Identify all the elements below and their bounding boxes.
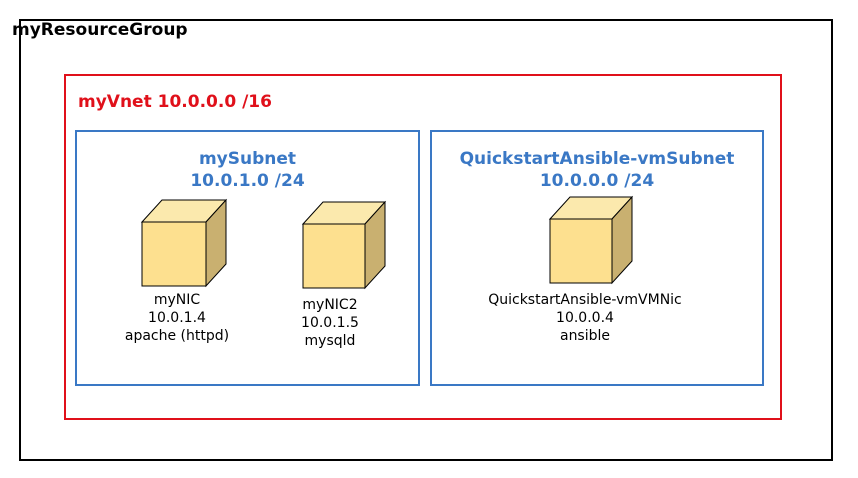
vnet-title: myVnet 10.0.0.0 /16	[78, 92, 272, 112]
nic-cube-icon	[301, 200, 387, 290]
node-name: myNIC	[153, 292, 201, 308]
subnet-quickstart-ansible-vm-subnet: QuickstartAnsible-vmSubnet 10.0.0.0 /24	[430, 130, 764, 386]
nic-cube-icon	[548, 195, 634, 285]
subnet-name: mySubnet	[198, 149, 297, 169]
subnet-my-subnet: mySubnet 10.0.1.0 /24	[75, 130, 420, 386]
node-label-my-nic2: myNIC2 10.0.1.5 mysqld	[265, 296, 395, 350]
subnet-title: mySubnet 10.0.1.0 /24	[77, 148, 418, 192]
subnet-name: QuickstartAnsible-vmSubnet	[459, 149, 735, 169]
resource-group-title: myResourceGroup	[12, 20, 188, 40]
node-name: myNIC2	[302, 297, 358, 313]
node-ip: 10.0.0.4	[556, 310, 614, 326]
vnet-container: myVnet 10.0.0.0 /16	[64, 74, 782, 420]
resource-group-container	[19, 19, 833, 461]
node-label-my-nic: myNIC 10.0.1.4 apache (httpd)	[102, 291, 252, 345]
node-ip: 10.0.1.4	[148, 310, 206, 326]
subnet-title: QuickstartAnsible-vmSubnet 10.0.0.0 /24	[432, 148, 762, 192]
subnet-cidr: 10.0.0.0 /24	[539, 171, 655, 191]
node-role: apache (httpd)	[124, 328, 230, 344]
nic-cube-icon	[140, 198, 228, 288]
node-ip: 10.0.1.5	[301, 315, 359, 331]
node-role: mysqld	[304, 333, 356, 349]
node-role: ansible	[559, 328, 611, 344]
node-name: QuickstartAnsible-vmVMNic	[488, 292, 682, 308]
subnet-cidr: 10.0.1.0 /24	[190, 171, 305, 191]
node-label-quickstart-ansible-vm-vmnic: QuickstartAnsible-vmVMNic 10.0.0.4 ansib…	[455, 291, 715, 345]
